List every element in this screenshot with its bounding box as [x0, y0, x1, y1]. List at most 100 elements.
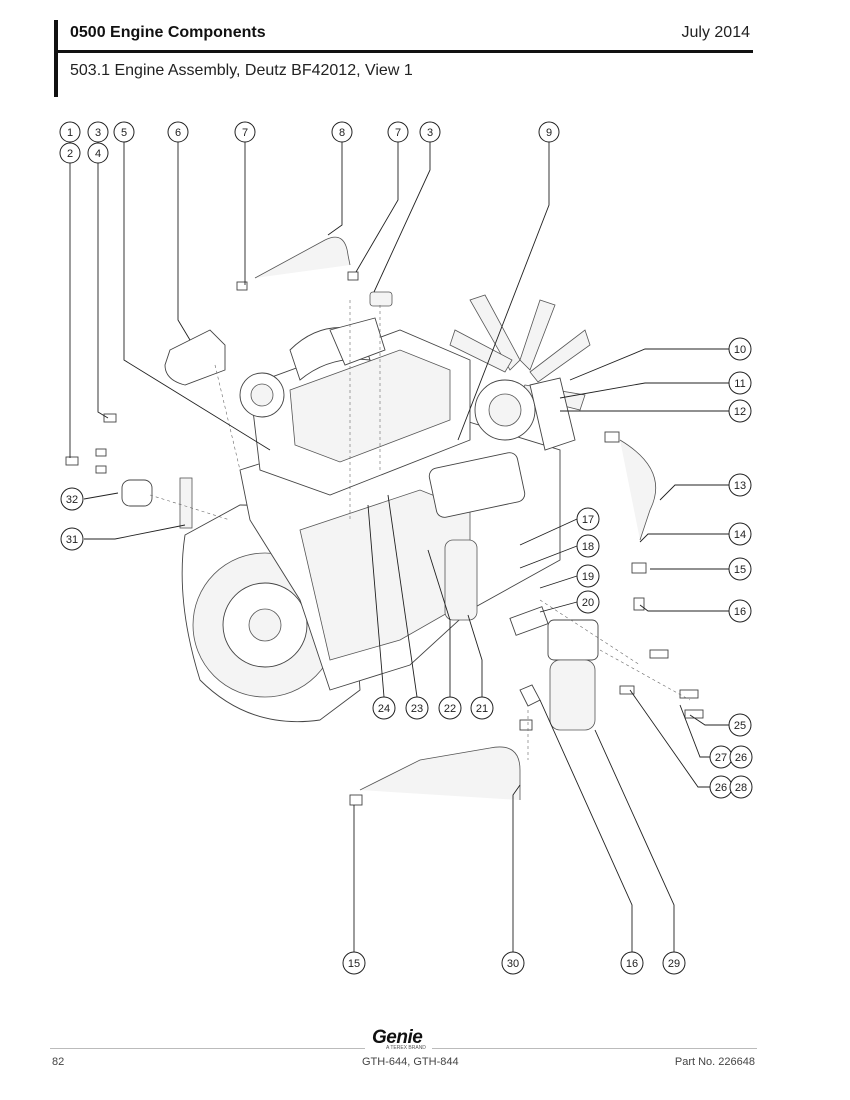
svg-text:15: 15: [734, 564, 746, 576]
callout-27: 27: [709, 745, 733, 769]
callout-21: 21: [470, 696, 494, 720]
svg-text:5: 5: [121, 127, 127, 139]
footer-rule-left: [50, 1048, 365, 1049]
callout-1: 1: [59, 121, 81, 143]
bracket-31: [179, 477, 193, 529]
callout-32: 32: [60, 487, 84, 511]
callouts: 1 2 3 4 5 6 7 8 7 3 9 10 11 12 13 14 15 …: [59, 121, 753, 975]
fan-shroud: [529, 377, 576, 451]
callout-11: 11: [728, 371, 752, 395]
callout-19: 19: [576, 564, 600, 588]
svg-text:7: 7: [395, 127, 401, 139]
callout-28: 28: [729, 775, 753, 799]
fitting-3: [369, 291, 393, 307]
callout-22: 22: [438, 696, 462, 720]
callout-9: 9: [538, 121, 560, 143]
svg-text:29: 29: [668, 958, 680, 970]
svg-text:6: 6: [175, 127, 181, 139]
svg-text:11: 11: [734, 378, 745, 390]
svg-text:25: 25: [734, 720, 746, 732]
callout-29: 29: [662, 951, 686, 975]
svg-text:20: 20: [582, 597, 594, 609]
callout-6: 6: [167, 121, 189, 143]
genie-logo: Genie: [372, 1027, 423, 1048]
callout-7b: 7: [387, 121, 409, 143]
header-rule: [58, 50, 753, 53]
callout-25: 25: [728, 713, 752, 737]
svg-text:23: 23: [411, 703, 423, 715]
diagram-subtitle: 503.1 Engine Assembly, Deutz BF42012, Vi…: [70, 62, 413, 79]
header-left-bar: [54, 20, 58, 97]
callout-4: 4: [87, 142, 109, 164]
hose-30: [359, 746, 521, 800]
clamp-30: [519, 719, 533, 731]
bracket-20: [509, 606, 549, 636]
relay-32: [121, 479, 153, 507]
callout-18: 18: [576, 534, 600, 558]
callout-8: 8: [331, 121, 353, 143]
callout-3: 3: [87, 121, 109, 143]
callout-15: 15: [728, 557, 752, 581]
svg-text:10: 10: [734, 344, 746, 356]
callout-31: 31: [60, 527, 84, 551]
engine-drawing: [65, 236, 704, 806]
clamp-15: [631, 562, 647, 574]
publication-date: July 2014: [681, 24, 751, 41]
filter-head-20: [547, 619, 599, 661]
svg-text:7: 7: [242, 127, 248, 139]
callout-12: 12: [728, 399, 752, 423]
valve-cover: [289, 349, 451, 463]
svg-text:8: 8: [339, 127, 345, 139]
genie-logo-tagline: A TEREX BRAND: [386, 1045, 426, 1051]
leader-lines: [69, 142, 729, 952]
svg-text:16: 16: [626, 958, 638, 970]
callout-30: 30: [501, 951, 525, 975]
svg-text:2: 2: [67, 148, 73, 160]
callout-26b: 26: [709, 775, 733, 799]
model-numbers: GTH-644, GTH-844: [362, 1056, 459, 1068]
turbo-inlet: [250, 383, 274, 407]
callout-7: 7: [234, 121, 256, 143]
footer-rule-right: [432, 1048, 757, 1049]
callout-24: 24: [372, 696, 396, 720]
oil-filter: [444, 539, 478, 621]
svg-text:18: 18: [582, 541, 594, 553]
callout-14: 14: [728, 522, 752, 546]
clamp-7: [236, 281, 248, 291]
callout-23: 23: [405, 696, 429, 720]
svg-text:16: 16: [734, 606, 746, 618]
svg-text:9: 9: [546, 127, 552, 139]
svg-text:27: 27: [715, 752, 727, 764]
fasteners-right: [619, 649, 704, 719]
clamp-15b: [349, 794, 363, 806]
svg-text:26: 26: [735, 752, 747, 764]
section-title: 0500 Engine Components: [70, 24, 266, 41]
svg-text:19: 19: [582, 571, 594, 583]
svg-text:30: 30: [507, 958, 519, 970]
svg-text:14: 14: [734, 529, 746, 541]
hose-13: [619, 439, 657, 541]
callout-17: 17: [576, 507, 600, 531]
svg-text:24: 24: [378, 703, 390, 715]
callout-3b: 3: [419, 121, 441, 143]
svg-text:4: 4: [95, 148, 101, 160]
fasteners-left: [65, 413, 117, 474]
clamp-7b: [347, 271, 359, 281]
flywheel-hub: [248, 608, 282, 642]
callout-2: 2: [59, 142, 81, 164]
svg-text:21: 21: [476, 703, 488, 715]
callout-15b: 15: [342, 951, 366, 975]
oil-cooler: [428, 452, 526, 518]
svg-text:3: 3: [95, 127, 101, 139]
callout-5: 5: [113, 121, 135, 143]
svg-text:15: 15: [348, 958, 360, 970]
svg-text:17: 17: [582, 514, 594, 526]
svg-text:32: 32: [66, 494, 78, 506]
fitting-16: [633, 597, 645, 611]
part-number: Part No. 226648: [674, 1056, 755, 1068]
alternator-pulley: [488, 393, 522, 427]
svg-text:31: 31: [66, 534, 78, 546]
svg-text:12: 12: [734, 406, 746, 418]
hose-8: [254, 236, 351, 279]
